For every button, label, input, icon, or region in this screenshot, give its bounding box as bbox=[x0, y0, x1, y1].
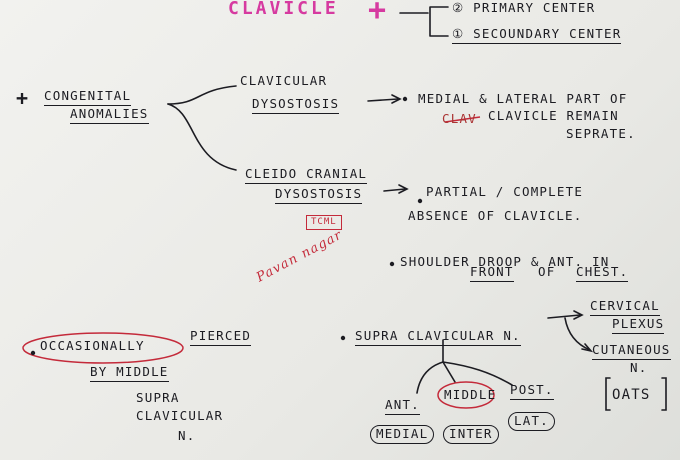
primary-center: ② PRIMARY CENTER bbox=[452, 0, 596, 15]
partial-line2: ABSENCE OF CLAVICLE. bbox=[408, 208, 583, 223]
strike-through bbox=[444, 116, 481, 123]
medial-note-2: CLAVICLE REMAIN bbox=[488, 108, 619, 123]
shoulder-line1: SHOULDER DROOP & ANT. IN bbox=[400, 254, 610, 269]
oats-word: OATS bbox=[612, 387, 651, 403]
page-title: CLAVICLE bbox=[228, 0, 339, 19]
shoulder-chest: CHEST. bbox=[576, 265, 629, 282]
pierced-clavicular: CLAVICULAR bbox=[136, 408, 224, 423]
brace-lower bbox=[167, 103, 237, 171]
branch-post: POST. bbox=[510, 383, 554, 400]
supra-clavicular-label: SUPRA CLAVICULAR N. bbox=[355, 329, 521, 346]
branch-medial: MEDIAL bbox=[370, 425, 435, 444]
by-middle: BY MIDDLE bbox=[90, 365, 169, 382]
clavicular-line2: DYSOSTOSIS bbox=[252, 97, 340, 114]
branch-middle: MIDDLE bbox=[444, 387, 497, 402]
pierced-supra: SUPRA bbox=[136, 390, 180, 405]
pierced-word: PIERCED bbox=[190, 329, 252, 346]
struck-word: CLAV bbox=[442, 111, 477, 126]
cutaneous-n: N. bbox=[630, 360, 648, 375]
header-brace bbox=[399, 6, 449, 37]
medial-note-3: SEPRATE. bbox=[566, 126, 636, 141]
shoulder-front: FRONT bbox=[470, 265, 514, 282]
title-plus: + bbox=[368, 0, 388, 28]
pierced-n: N. bbox=[178, 428, 196, 443]
medial-note-1: MEDIAL & LATERAL PART OF bbox=[418, 91, 628, 106]
branch-ant: ANT. bbox=[385, 398, 420, 415]
anomalies-line1: CONGENITAL bbox=[44, 89, 132, 106]
cleido-line1: CLEIDO CRANIAL bbox=[245, 167, 368, 184]
anomalies-line2: ANOMALIES bbox=[70, 107, 149, 124]
cutaneous-word: CUTANEOUS bbox=[592, 343, 671, 360]
shoulder-of: OF bbox=[538, 264, 556, 279]
cervical-word: CERVICAL bbox=[590, 299, 660, 316]
clavicular-line1: CLAVICULAR bbox=[240, 73, 328, 88]
cleido-line2: DYSOSTOSIS bbox=[275, 187, 363, 204]
stamp-tcml: TCML bbox=[306, 215, 342, 230]
plexus-word: PLEXUS bbox=[612, 317, 665, 334]
anomalies-bullet: + bbox=[16, 86, 30, 110]
occasionally-circle bbox=[22, 332, 184, 364]
partial-line1: PARTIAL / COMPLETE bbox=[426, 184, 584, 199]
branch-inter: INTER bbox=[443, 425, 499, 444]
secondary-center: ① SECOUNDARY CENTER bbox=[452, 27, 622, 44]
branch-lat: LAT. bbox=[508, 412, 555, 431]
middle-circle bbox=[437, 381, 495, 409]
brace-upper bbox=[167, 85, 237, 105]
occasionally-word: OCCASIONALLY bbox=[40, 338, 145, 353]
